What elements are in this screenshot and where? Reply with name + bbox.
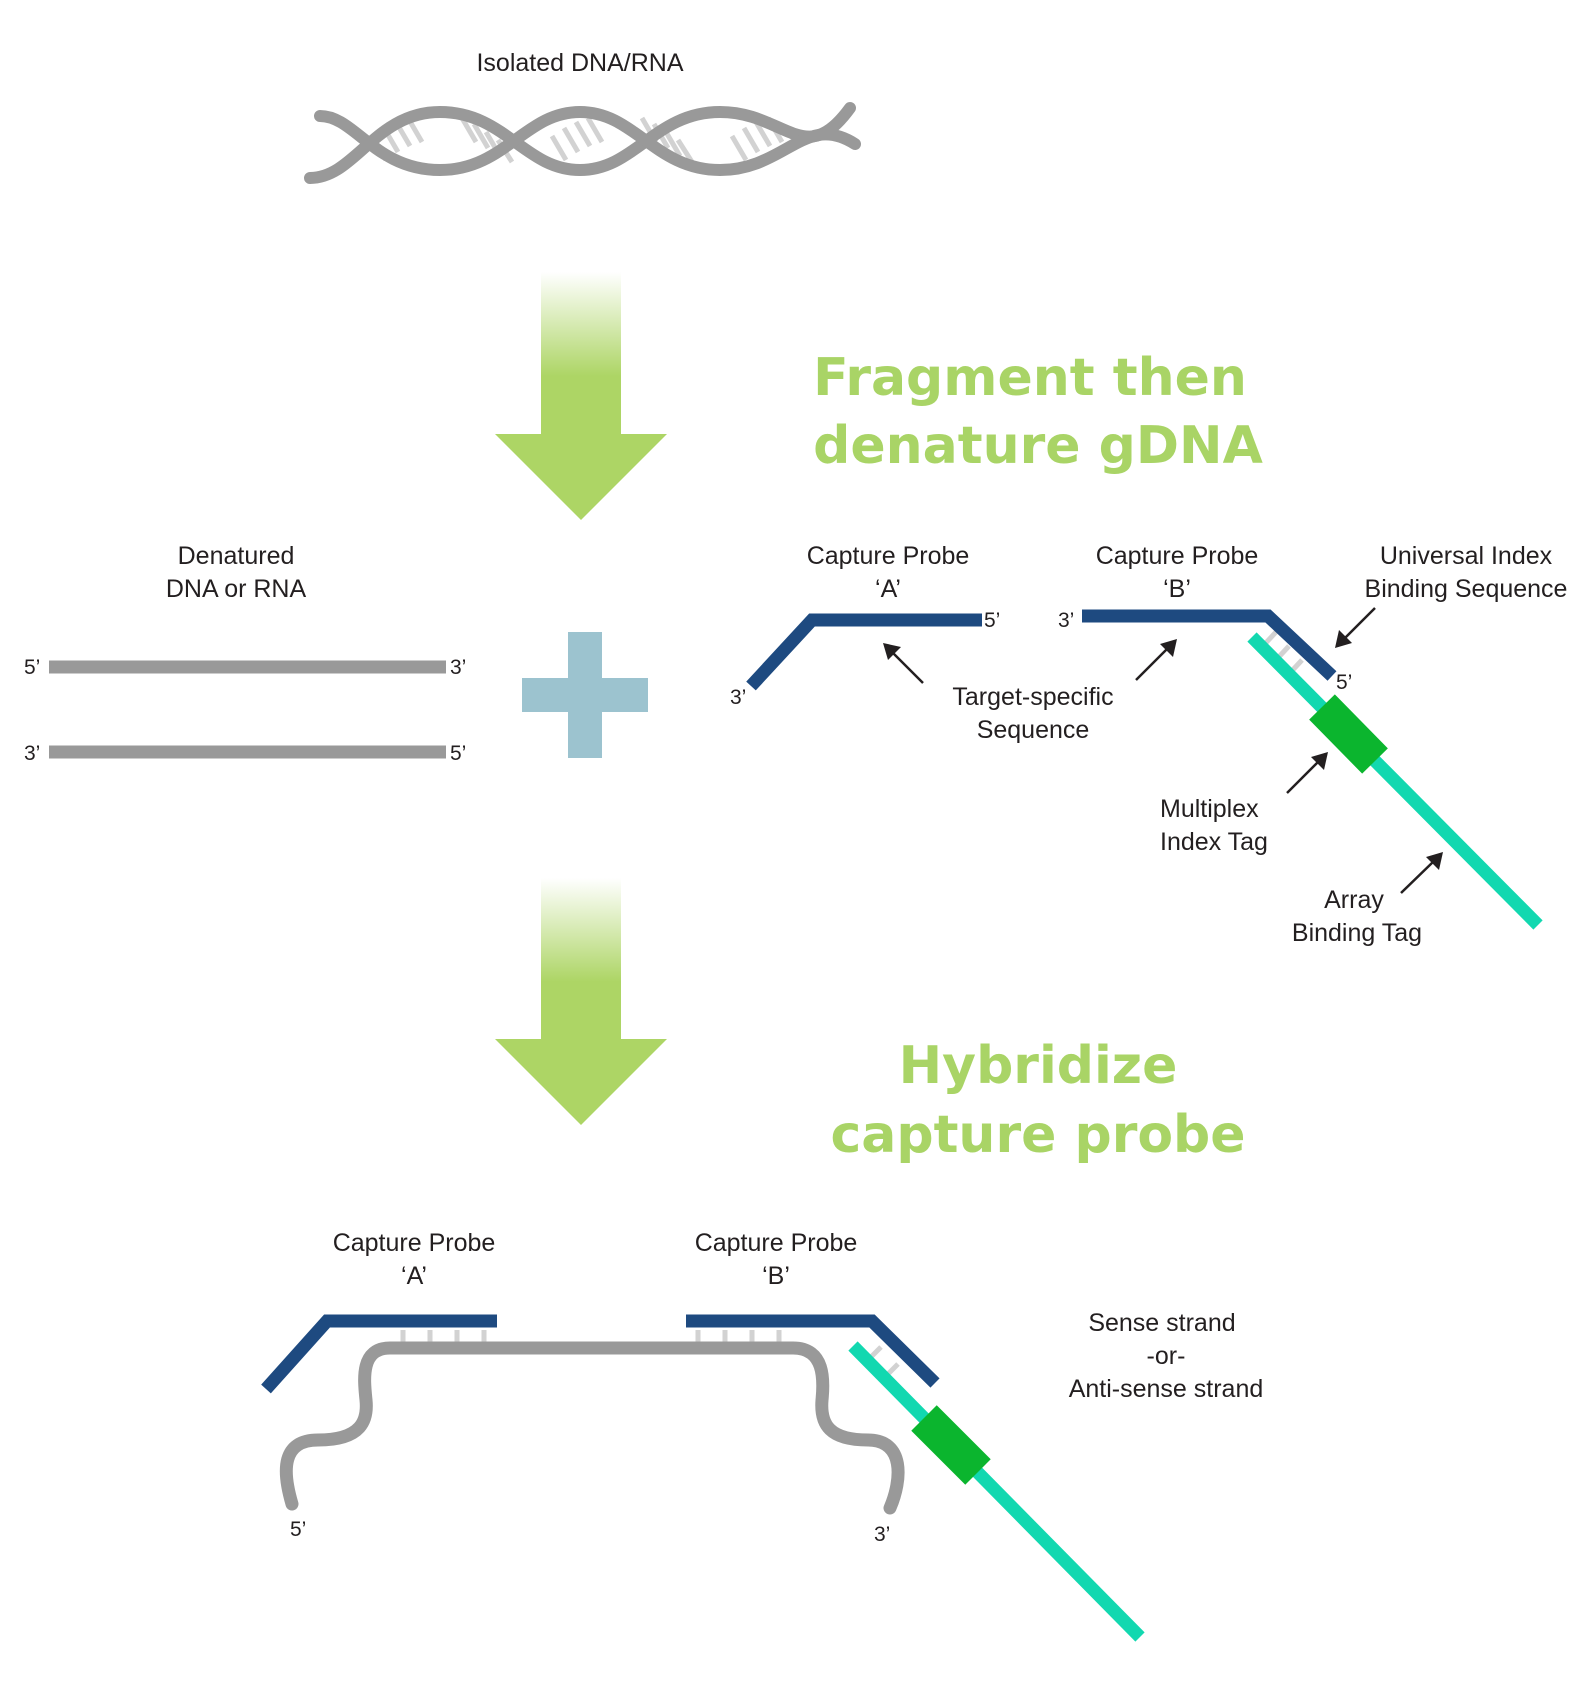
- array-binding-tag: [1247, 632, 1543, 930]
- plus-icon: [522, 632, 648, 758]
- bottom-probe-a-label-line1: Capture Probe: [333, 1229, 496, 1257]
- helix-strand-1: [304, 102, 856, 184]
- multiplex-index-label-line1: Multiplex: [1160, 795, 1259, 823]
- probe-a: [746, 613, 982, 691]
- probe-a-3-end: 3’: [730, 686, 746, 709]
- step1-title-line2: denature gDNA: [813, 416, 1263, 476]
- strand-top-right-end: 3’: [450, 656, 466, 679]
- strand-bottom-left-end: 3’: [24, 742, 40, 765]
- probe-b: [1082, 609, 1337, 681]
- target-specific-label-line2: Sequence: [977, 716, 1090, 744]
- multiplex-index-tag: [1309, 694, 1388, 774]
- bottom-strand-5-end: 5’: [290, 1518, 306, 1541]
- array-binding-label-line2: Binding Tag: [1292, 919, 1422, 947]
- step2-title-line1: Hybridize: [899, 1036, 1178, 1096]
- target-strand: [279, 1341, 905, 1515]
- strand-type-label-line2: -or-: [1147, 1342, 1186, 1370]
- helix-strand-2: [314, 105, 861, 177]
- denatured-label-line1: Denatured: [178, 542, 295, 570]
- bottom-multiplex-index-tag: [911, 1405, 991, 1485]
- step-arrow-1: [495, 272, 667, 520]
- bottom-probe-a: [261, 1314, 497, 1394]
- probe-b-5-end: 5’: [1336, 671, 1352, 694]
- step-arrow-2: [495, 878, 667, 1125]
- array-binding-label-line1: Array: [1324, 886, 1384, 914]
- dna-helix: [304, 102, 861, 184]
- bottom-strand-3-end: 3’: [874, 1523, 890, 1546]
- probe-a-label-line2: ‘A’: [875, 575, 901, 603]
- universal-index-label-line2: Binding Sequence: [1365, 575, 1568, 603]
- bottom-probe-b-label-line1: Capture Probe: [695, 1229, 858, 1257]
- bottom-array-binding-tag: [848, 1341, 1145, 1642]
- bottom-probe-a-label-line2: ‘A’: [401, 1262, 427, 1290]
- step1-title-line1: Fragment then: [813, 348, 1247, 408]
- bottom-probe-b-label-line2: ‘B’: [762, 1262, 790, 1290]
- probe-b-3-end: 3’: [1058, 609, 1074, 632]
- isolated-dna-title: Isolated DNA/RNA: [476, 49, 683, 77]
- probe-a-5-end: 5’: [984, 609, 1000, 632]
- step2-title-line2: capture probe: [830, 1105, 1245, 1165]
- strand-bottom-right-end: 5’: [450, 742, 466, 765]
- universal-index-label-line1: Universal Index: [1380, 542, 1553, 570]
- strand-type-label-line1: Sense strand: [1088, 1309, 1235, 1337]
- probe-b-label-line2: ‘B’: [1163, 575, 1191, 603]
- denatured-label-line2: DNA or RNA: [166, 575, 307, 603]
- strand-type-label-line3: Anti-sense strand: [1069, 1375, 1264, 1403]
- multiplex-index-label-line2: Index Tag: [1160, 828, 1268, 856]
- probe-a-label-line1: Capture Probe: [807, 542, 970, 570]
- annotation-arrows: [883, 607, 1443, 894]
- probe-b-label-line1: Capture Probe: [1096, 542, 1259, 570]
- strand-top-left-end: 5’: [24, 656, 40, 679]
- hybrid-rungs: [400, 1330, 900, 1376]
- target-specific-label-line1: Target-specific: [952, 683, 1113, 711]
- bottom-probe-b: [686, 1314, 940, 1388]
